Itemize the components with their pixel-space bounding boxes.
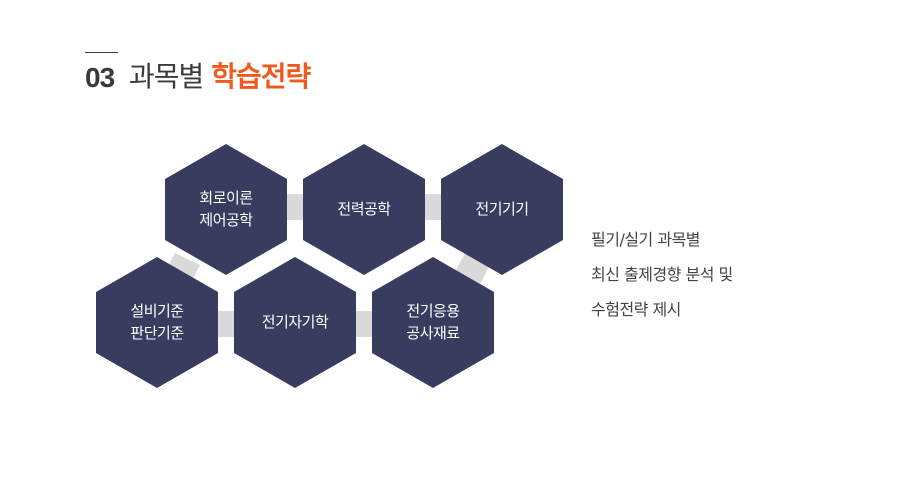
hexagon-applications-materials bbox=[372, 257, 494, 388]
hexagon-label-line: 회로이론 bbox=[199, 189, 253, 207]
section-title: 과목별 학습전략 bbox=[129, 60, 311, 94]
hexagon-label-line: 전기자기학 bbox=[261, 313, 329, 331]
strategy-line: 수험전략 제시 bbox=[591, 300, 681, 319]
hexagon-label-electromagnetics: 전기자기학 bbox=[235, 311, 355, 333]
hexagon-electric-machines bbox=[441, 144, 563, 275]
strategy-line: 필기/실기 과목별 bbox=[591, 230, 701, 249]
strategy-line: 최신 출제경향 분석 및 bbox=[591, 265, 733, 284]
hexagon-label-circuit-control: 회로이론 제어공학 bbox=[166, 187, 286, 231]
hexagon-label-line: 전력공학 bbox=[337, 200, 391, 218]
hexagon-label-line: 전기응용 bbox=[406, 302, 460, 320]
hexagon-label-line: 공사재료 bbox=[406, 324, 460, 342]
hexagon-facility-standards bbox=[96, 257, 218, 388]
hexagon-label-power-engineering: 전력공학 bbox=[304, 198, 424, 220]
hexagon-circuit-control bbox=[165, 144, 287, 275]
section-title-accent: 학습전략 bbox=[211, 60, 311, 93]
section-number-text: 03 bbox=[85, 62, 115, 93]
hexagon-label-electric-machines: 전기기기 bbox=[442, 198, 562, 220]
hexagon-label-line: 전기기기 bbox=[475, 200, 529, 218]
strategy-description: 필기/실기 과목별 최신 출제경향 분석 및 수험전략 제시 bbox=[591, 222, 733, 327]
hexagon-label-facility-standards: 설비기준 판단기준 bbox=[97, 300, 217, 344]
hexagon-electromagnetics bbox=[234, 257, 356, 388]
section-number-rule bbox=[85, 52, 118, 53]
hexagons bbox=[96, 144, 563, 388]
hexagon-power-engineering bbox=[303, 144, 425, 275]
hexagon-label-line: 제어공학 bbox=[199, 211, 253, 229]
section-title-plain: 과목별 bbox=[129, 60, 204, 93]
hexagon-label-line: 판단기준 bbox=[130, 324, 184, 342]
hexagon-label-line: 설비기준 bbox=[130, 302, 184, 320]
hexagon-label-applications-materials: 전기응용 공사재료 bbox=[373, 300, 493, 344]
